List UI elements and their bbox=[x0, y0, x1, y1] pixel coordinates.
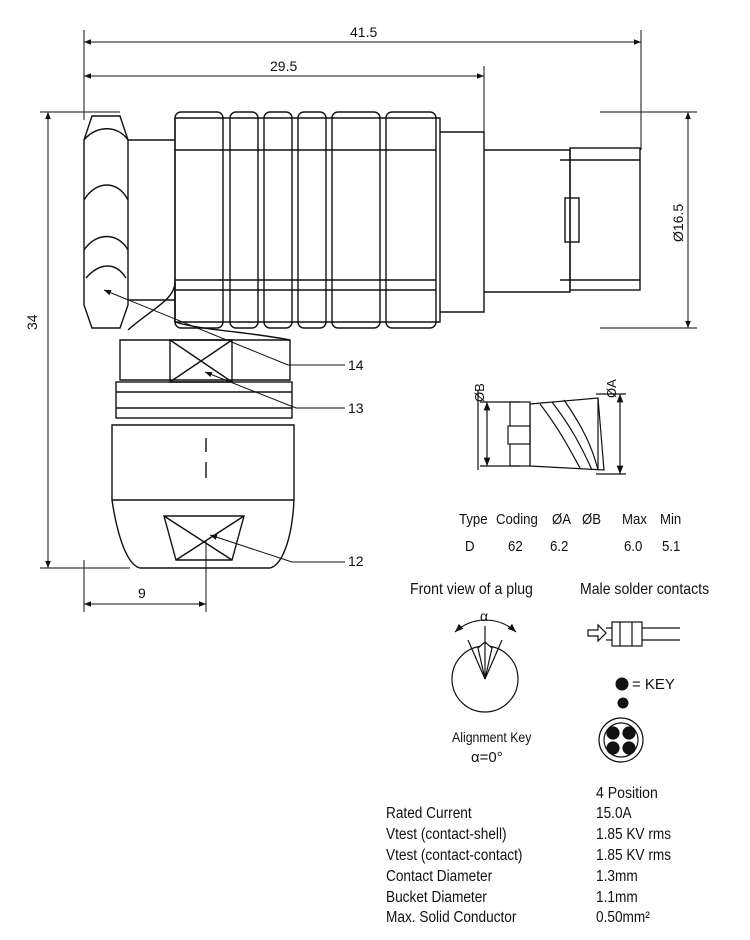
front-view-plug bbox=[451, 619, 519, 713]
alignment-angle: α=0° bbox=[471, 749, 503, 766]
position-header: 4 Position bbox=[596, 785, 658, 802]
spec-label: Vtest (contact-contact) bbox=[386, 847, 523, 864]
table-cell-min: 5.1 bbox=[662, 538, 681, 555]
front-view-title: Front view of a plug bbox=[410, 581, 533, 598]
detail-dia-a: ØA bbox=[604, 379, 619, 398]
table-cell-dia-a: 6.2 bbox=[550, 538, 569, 555]
contacts-title: Male solder contacts bbox=[580, 581, 710, 598]
dim-label-offset: 9 bbox=[138, 585, 146, 601]
spec-value: 1.85 KV rms bbox=[596, 826, 672, 843]
callout-13: 13 bbox=[348, 400, 364, 416]
dim-label-diameter: Ø16.5 bbox=[670, 203, 686, 242]
table-header-min: Min bbox=[660, 511, 682, 528]
callout-14: 14 bbox=[348, 357, 364, 373]
table-header-type: Type bbox=[459, 511, 488, 528]
table-cell-max: 6.0 bbox=[624, 538, 643, 555]
spec-value: 1.3mm bbox=[596, 868, 638, 885]
hex-nut bbox=[83, 115, 129, 329]
callout-leaders bbox=[103, 289, 345, 563]
dim-label-overall: 41.5 bbox=[350, 24, 378, 40]
contact-detail bbox=[477, 390, 626, 475]
spec-value: 1.1mm bbox=[596, 889, 638, 906]
spec-value: 0.50mm² bbox=[596, 909, 650, 926]
table-header-dia-b: ØB bbox=[582, 511, 602, 528]
table-header-max: Max bbox=[622, 511, 647, 528]
alignment-key-caption: Alignment Key bbox=[452, 729, 532, 745]
key-indicator-icon bbox=[615, 677, 629, 709]
table-cell-coding: 62 bbox=[508, 538, 523, 555]
dimension-height bbox=[40, 111, 130, 569]
angle-symbol: α bbox=[480, 608, 489, 624]
male-solder-contacts-icon bbox=[587, 621, 680, 647]
dimension-offset bbox=[83, 540, 207, 612]
table-cell-type: D bbox=[465, 538, 475, 555]
spec-label: Contact Diameter bbox=[386, 868, 493, 885]
spec-value: 15.0A bbox=[596, 805, 632, 822]
spec-label: Rated Current bbox=[386, 805, 472, 822]
dimension-overall-length bbox=[83, 30, 642, 150]
table-header-coding: Coding bbox=[496, 511, 538, 528]
table-header-dia-a: ØA bbox=[552, 511, 572, 528]
detail-dia-b: ØB bbox=[472, 383, 487, 402]
rear-sleeve bbox=[440, 131, 641, 313]
dimension-body-length bbox=[84, 66, 485, 150]
spec-value: 1.85 KV rms bbox=[596, 847, 672, 864]
dim-label-height: 34 bbox=[24, 314, 40, 330]
connector-body bbox=[128, 111, 441, 329]
callout-12: 12 bbox=[348, 553, 364, 569]
key-label: = KEY bbox=[632, 676, 675, 693]
spec-label: Max. Solid Conductor bbox=[386, 909, 517, 926]
four-position-insert-icon bbox=[598, 717, 644, 763]
dim-label-body: 29.5 bbox=[270, 58, 298, 74]
dimension-diameter bbox=[600, 111, 697, 329]
spec-label: Vtest (contact-shell) bbox=[386, 826, 507, 843]
spec-label: Bucket Diameter bbox=[386, 889, 487, 906]
lower-barrel bbox=[111, 381, 295, 569]
